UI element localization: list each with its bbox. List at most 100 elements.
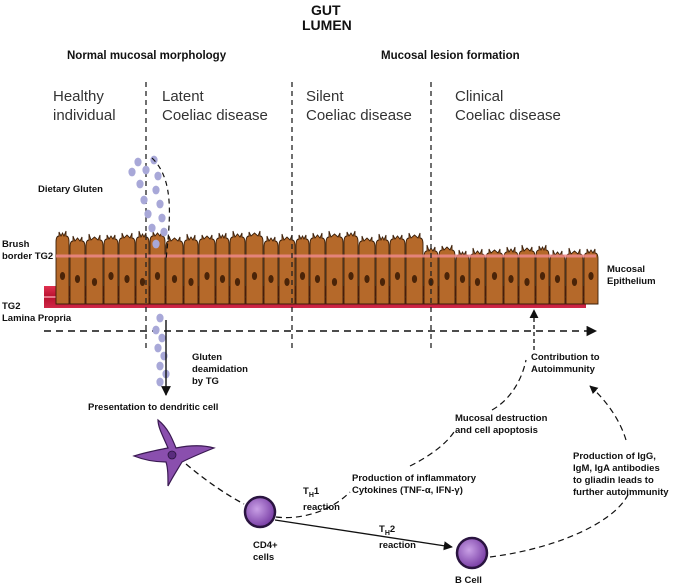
cell-nucleus	[491, 272, 498, 280]
gluten-dot	[156, 377, 164, 387]
autoimmunity-label: Contribution to Autoimmunity	[531, 352, 600, 376]
cell-nucleus	[539, 272, 546, 280]
lumen-label: LUMEN	[302, 17, 352, 33]
stage-healthy-line2: individual	[53, 107, 116, 124]
th1-curve	[275, 491, 351, 519]
mucosal-line1: Mucosal	[607, 264, 646, 275]
gluten-dot	[152, 325, 160, 335]
cell-nucleus	[171, 275, 178, 283]
cd4-line1: CD4+	[253, 540, 278, 551]
cd4-label: CD4+ cells	[253, 540, 278, 564]
epithelial-cell	[215, 232, 230, 305]
gluten-dot	[154, 171, 162, 181]
antibodies-line3: to gliadin leads to	[573, 475, 654, 486]
destruction-label: Mucosal destruction and cell apoptosis	[455, 413, 547, 437]
stage-healthy: Healthy individual	[53, 87, 116, 125]
cell-nucleus	[284, 278, 290, 286]
epithelial-cell	[358, 235, 376, 305]
cell-nucleus	[444, 272, 450, 280]
destruction-curve	[491, 359, 527, 411]
epithelial-cell	[118, 232, 136, 305]
epithelial-cell	[103, 234, 119, 305]
cell-nucleus	[74, 275, 81, 283]
mucosal-line2: Epithelium	[607, 276, 656, 287]
th2-name: TH2	[379, 524, 396, 537]
cell-nucleus	[508, 275, 514, 283]
stage-silent-line1: Silent	[306, 88, 344, 105]
cd4-cell	[243, 495, 277, 529]
cell-nucleus	[348, 272, 354, 280]
antibodies-line1: Production of IgG,	[573, 451, 656, 462]
brush-border-label: Brush border TG2	[2, 239, 53, 263]
lamina-propria-label: Lamina Propria	[2, 313, 72, 324]
epithelial-cell	[518, 244, 536, 305]
stage-silent-line2: Coeliac disease	[306, 107, 412, 124]
antibodies-line2: IgM, IgA antibodies	[573, 463, 660, 474]
antibodies-line4: further autoimmunity	[573, 487, 669, 498]
tg2-label: TG2 Lamina Propria	[2, 301, 71, 325]
stage-healthy-line1: Healthy	[53, 88, 104, 105]
cell-nucleus	[139, 278, 146, 286]
cd4-line2: cells	[253, 552, 275, 563]
epithelial-cell	[183, 233, 199, 305]
cell-nucleus	[364, 275, 370, 283]
cell-nucleus	[299, 272, 306, 280]
autoimmunity-line2: Autoimmunity	[531, 364, 595, 375]
gluten-particles	[128, 155, 170, 387]
dendritic-nucleus	[167, 450, 177, 460]
destruction-line1: Mucosal destruction	[455, 413, 548, 424]
cell-nucleus	[204, 272, 210, 280]
cell-nucleus	[314, 275, 321, 283]
cell-nucleus	[459, 275, 466, 283]
epithelial-cell	[389, 234, 406, 305]
b-cell	[455, 536, 489, 570]
cell-nucleus	[268, 275, 274, 283]
stage-clinical-line1: Clinical	[455, 88, 504, 105]
cell-nucleus	[188, 278, 194, 286]
cell-nucleus	[59, 272, 66, 280]
gluten-dot	[156, 199, 164, 209]
gluten-dot	[134, 157, 142, 167]
epithelial-cell	[295, 234, 310, 305]
cell-nucleus	[108, 272, 114, 280]
mucosal-epithelium-label: Mucosal Epithelium	[607, 264, 656, 288]
cytokine-curve	[409, 431, 455, 467]
cell-nucleus	[411, 275, 418, 283]
epithelial-cell	[375, 233, 390, 305]
epithelial-cell	[165, 235, 184, 305]
cytokines-line1: Production of inflammatory	[352, 473, 477, 484]
th2-reaction: reaction	[379, 539, 416, 551]
epithelial-cell	[55, 230, 70, 305]
stage-latent: Latent Coeliac disease	[162, 87, 268, 125]
gluten-dot	[160, 227, 168, 237]
gluten-dot	[152, 239, 160, 249]
cell-nucleus	[588, 272, 594, 280]
th1-name: TH1	[303, 486, 320, 499]
gluten-dot	[156, 361, 164, 371]
stage-clinical-line2: Coeliac disease	[455, 107, 561, 124]
b-cell-label: B Cell	[455, 575, 482, 586]
destruction-line2: and cell apoptosis	[455, 425, 538, 436]
epithelial-cell	[149, 230, 166, 305]
deamidation-label: Gluten deamidation by TG	[192, 352, 248, 388]
cell-nucleus	[524, 278, 530, 286]
presentation-label: Presentation to dendritic cell	[88, 402, 219, 413]
b-cell-curve	[489, 489, 631, 558]
epithelial-cell	[229, 230, 246, 305]
stage-clinical: Clinical Coeliac disease	[455, 87, 561, 125]
th1-label: TH1 reaction	[303, 486, 340, 514]
autoimmunity-line1: Contribution to	[531, 352, 600, 363]
cell-nucleus	[251, 272, 258, 280]
cell-nucleus	[234, 278, 241, 286]
cell-nucleus	[379, 278, 386, 286]
cell-nucleus	[331, 278, 338, 286]
gluten-dot	[142, 165, 150, 175]
epithelial-cell	[405, 232, 424, 305]
epithelial-cell	[263, 235, 279, 305]
mucosal-epithelium	[55, 230, 599, 305]
deamidation-line3: by TG	[192, 376, 219, 387]
epithelial-cell	[69, 235, 86, 305]
th2-label: TH2 reaction	[379, 524, 416, 552]
gut-label: GUT	[311, 2, 341, 18]
